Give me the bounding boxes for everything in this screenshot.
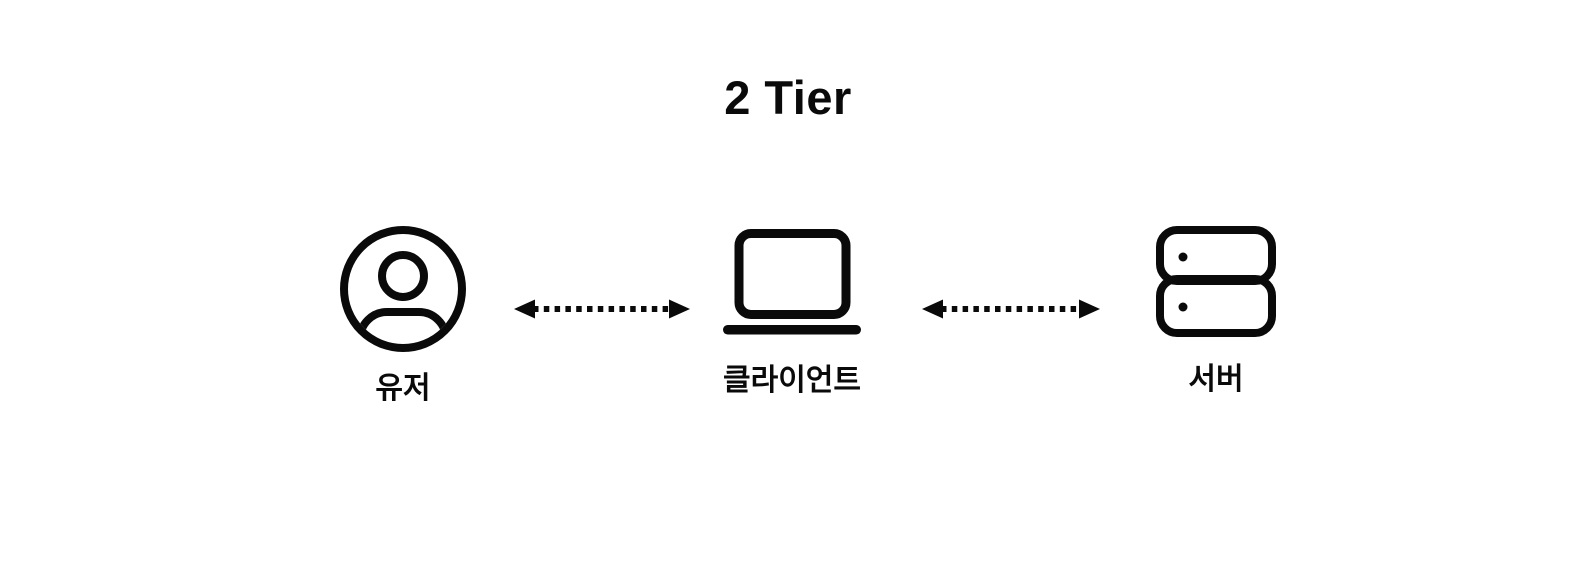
node-client-label: 클라이언트 (723, 364, 861, 397)
server-icon (1156, 226, 1276, 338)
dotted-double-arrow-icon (514, 297, 690, 321)
node-client: 클라이언트 (712, 229, 872, 399)
user-icon (340, 226, 466, 352)
node-server-label: 서버 (1188, 363, 1244, 396)
laptop-icon (722, 229, 862, 335)
node-user: 유저 (340, 226, 466, 407)
node-server: 서버 (1150, 226, 1282, 398)
diagram-title: 2 Tier (724, 71, 852, 124)
dotted-double-arrow-icon (922, 297, 1100, 321)
node-user-label: 유저 (375, 372, 431, 405)
